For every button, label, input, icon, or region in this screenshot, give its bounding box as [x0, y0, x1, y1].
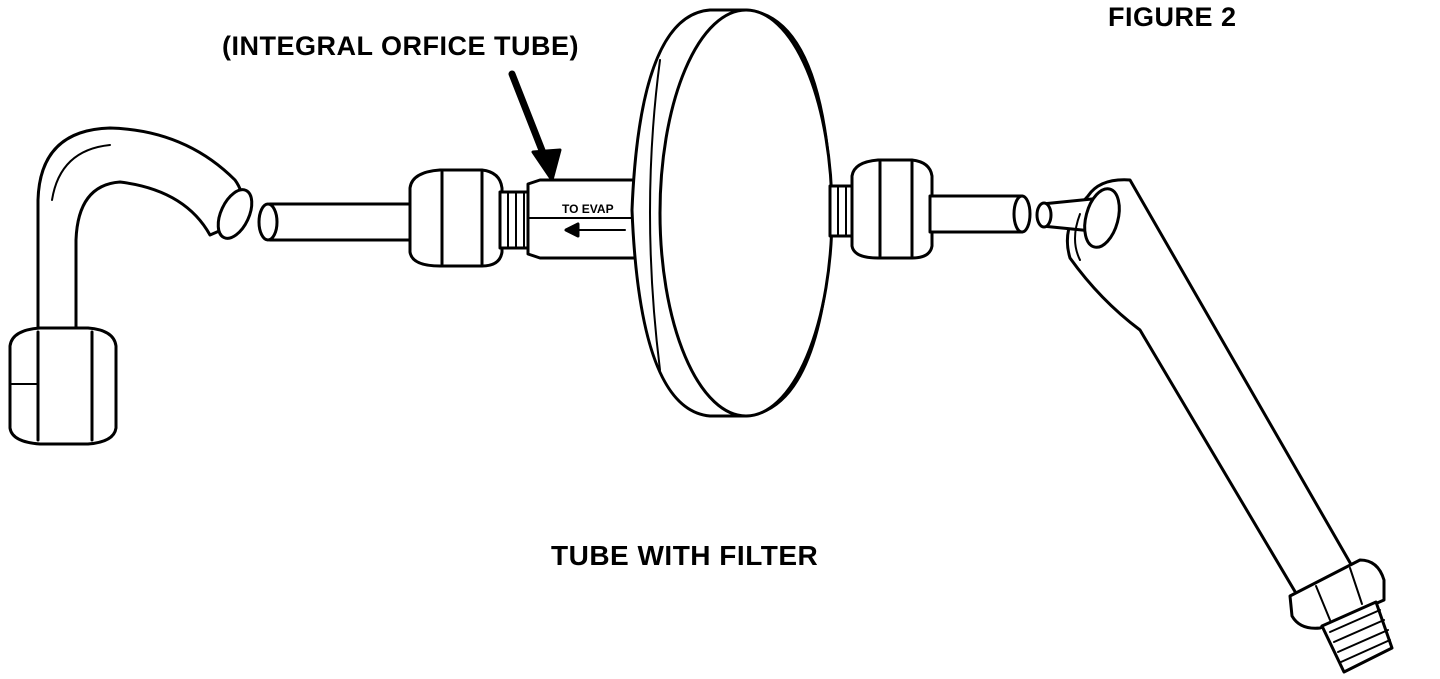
left-flare-nut — [408, 168, 532, 268]
right-flare-nut — [828, 158, 934, 260]
disc-filter — [630, 8, 834, 418]
left-hex-nut — [8, 326, 118, 446]
callout-label: (INTEGRAL ORFICE TUBE) — [222, 31, 579, 61]
left-bent-tube — [36, 126, 254, 342]
figure-caption: TUBE WITH FILTER — [551, 540, 819, 571]
body-marking-text: TO EVAP — [562, 202, 614, 216]
right-straight-tube — [928, 194, 1032, 234]
left-straight-tube — [257, 202, 414, 242]
figure-number-label: FIGURE 2 — [1108, 2, 1237, 32]
right-angled-hose — [1035, 178, 1362, 602]
right-threaded-end — [1320, 600, 1394, 674]
right-hex-fitting — [1288, 558, 1386, 630]
callout-arrow — [508, 70, 562, 182]
